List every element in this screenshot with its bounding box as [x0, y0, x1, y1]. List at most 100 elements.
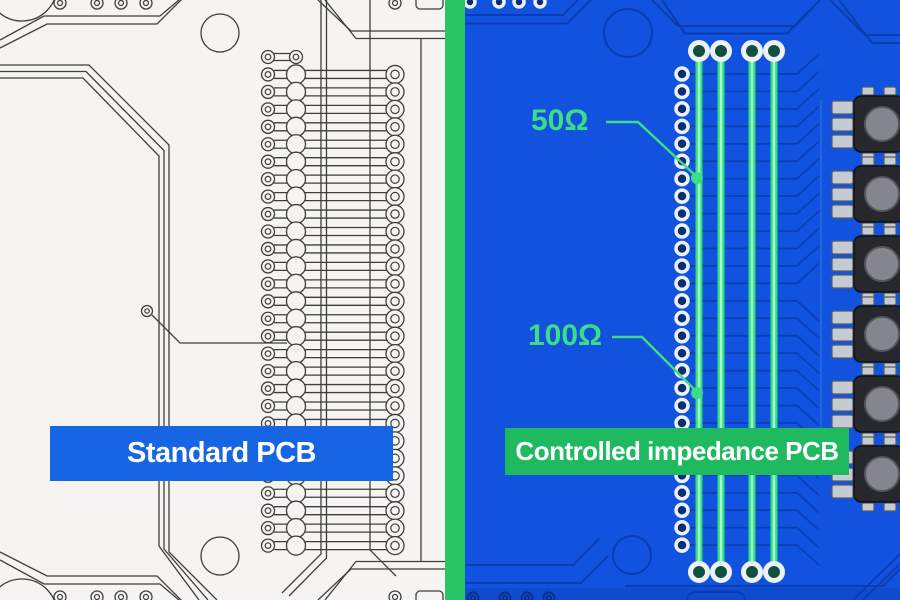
via-icon [264, 367, 272, 375]
via-icon [390, 69, 400, 80]
edge-via-icon [545, 594, 553, 600]
via-icon [390, 104, 400, 115]
chip-pin [831, 100, 854, 115]
via-icon [674, 362, 690, 379]
edge-via-icon [388, 590, 402, 600]
via-icon [385, 152, 405, 172]
via-icon [264, 88, 272, 96]
edge-via-icon [533, 0, 547, 9]
via-icon [260, 363, 276, 379]
via-icon [385, 326, 405, 346]
via-icon [260, 189, 276, 204]
chip-pin [883, 156, 897, 166]
via-icon [390, 174, 400, 184]
edge-via-icon [139, 0, 153, 10]
leader-line-50 [606, 120, 698, 178]
via-icon [390, 122, 400, 132]
edge-via-icon [465, 0, 477, 9]
edge-via-icon [391, 0, 399, 7]
via-icon [264, 402, 272, 410]
edge-via-icon [520, 591, 534, 600]
via-icon [674, 380, 690, 396]
via-icon [674, 188, 690, 204]
chip-pin [861, 502, 875, 512]
via-icon [390, 313, 400, 324]
via-icon [288, 49, 304, 65]
via-icon [674, 258, 690, 274]
via-icon [264, 245, 272, 253]
via-icon [390, 383, 400, 394]
pcb-trace [465, 555, 609, 584]
via-icon [260, 102, 276, 117]
pad-bulge [285, 518, 307, 539]
via-icon [674, 485, 690, 501]
via-icon [260, 241, 276, 257]
via-icon [260, 381, 276, 396]
edge-via-icon [492, 0, 506, 9]
via-icon [260, 538, 276, 553]
pad-bulge [285, 395, 307, 417]
via-icon [674, 136, 690, 152]
via-icon [385, 134, 405, 154]
via-icon [260, 398, 276, 414]
via-icon [264, 263, 272, 270]
via-icon [390, 296, 400, 307]
board-circle [0, 0, 55, 22]
chip-pin [861, 436, 875, 446]
pcb-trace [465, 0, 592, 25]
leader-line-100 [612, 335, 698, 393]
via-icon [674, 170, 690, 187]
via-icon [260, 329, 276, 344]
via-icon [674, 275, 690, 292]
pad-bulge [285, 273, 307, 295]
chip-pin [861, 226, 875, 236]
via-icon [385, 221, 405, 242]
via-icon [390, 401, 400, 411]
via-icon [385, 186, 405, 207]
edge-via-icon [114, 590, 128, 600]
pcb-trace [317, 568, 445, 600]
via-icon [390, 279, 400, 289]
pad-bulge [285, 308, 307, 329]
via-icon [264, 489, 272, 497]
pcb-trace [661, 0, 811, 35]
via-icon [385, 343, 405, 364]
edge-via-icon [501, 594, 509, 600]
via-icon [674, 502, 690, 518]
via-icon [264, 315, 272, 323]
trace-via-icon [763, 561, 785, 583]
via-icon [264, 210, 272, 218]
chip-pin [831, 484, 854, 499]
chip-marking [864, 176, 900, 212]
via-icon [390, 418, 400, 429]
via-icon [264, 140, 272, 148]
edge-via-icon [53, 590, 67, 600]
via-icon [260, 521, 276, 536]
edge-via-icon [498, 591, 512, 600]
via-icon [260, 503, 276, 518]
board-circle [612, 535, 652, 575]
via-icon [674, 310, 690, 327]
via-icon [292, 53, 300, 61]
pcb-trace [0, 0, 182, 49]
via-icon [264, 507, 272, 515]
via-icon [385, 361, 405, 381]
via-icon [390, 244, 400, 254]
via-icon [390, 139, 400, 150]
standard-pcb-artwork [0, 0, 445, 600]
pcb-trace [273, 52, 290, 62]
via-icon [385, 291, 405, 311]
via-icon [385, 169, 405, 189]
pad-bulge [285, 360, 307, 382]
board-circle [200, 13, 240, 53]
via-icon [390, 87, 400, 97]
via-icon [385, 256, 405, 277]
pcb-trace [288, 0, 328, 597]
via-icon [674, 519, 690, 536]
edge-via-icon [90, 590, 104, 600]
via-icon [390, 348, 400, 359]
via-icon [674, 83, 690, 100]
chip-pin [883, 226, 897, 236]
via-icon [260, 154, 276, 169]
chip-pin [883, 436, 897, 446]
